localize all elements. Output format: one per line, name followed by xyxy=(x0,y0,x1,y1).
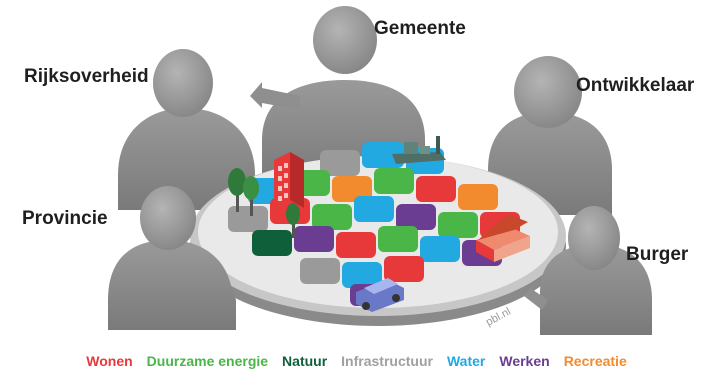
legend-item: Recreatie xyxy=(563,353,627,369)
label-provincie: Provincie xyxy=(22,208,108,229)
label-gemeente: Gemeente xyxy=(374,18,466,39)
legend-item: Infrastructuur xyxy=(341,353,433,369)
trees xyxy=(228,168,300,238)
legend-item: Werken xyxy=(499,353,550,369)
legend-item: Water xyxy=(446,353,486,369)
car xyxy=(356,278,404,312)
legend: Wonen Duurzame energie Natuur Infrastructuu… xyxy=(0,353,713,369)
label-burger: Burger xyxy=(626,244,689,265)
boat xyxy=(392,136,446,164)
label-ontwikkelaar: Ontwikkelaar xyxy=(576,75,695,96)
tower-building xyxy=(274,152,304,216)
person-rijksoverheid xyxy=(118,49,255,210)
house xyxy=(476,214,530,262)
legend-item: Duurzame energie xyxy=(146,353,269,369)
legend-item: Wonen xyxy=(86,353,133,369)
person-burger xyxy=(524,206,652,335)
label-rijksoverheid: Rijksoverheid xyxy=(24,66,149,87)
legend-item: Natuur xyxy=(282,353,328,369)
person-provincie xyxy=(108,186,236,330)
